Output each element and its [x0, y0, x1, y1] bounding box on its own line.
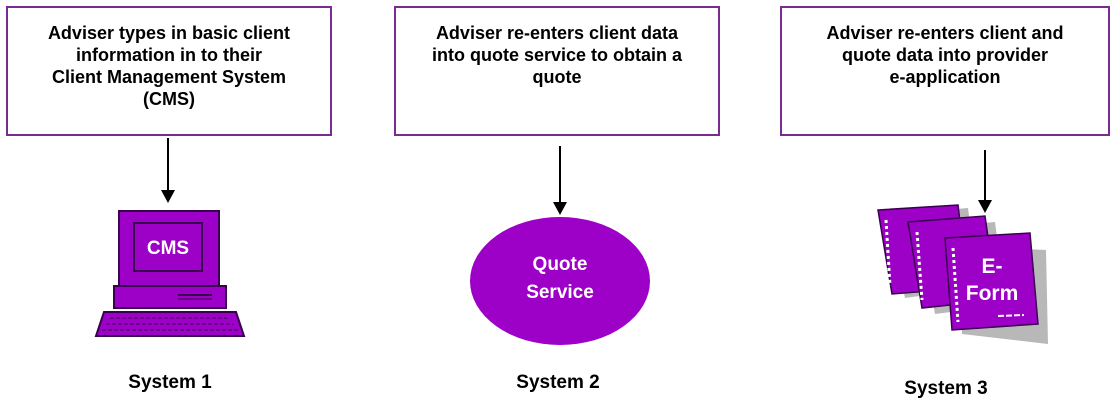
- step-1-text: Adviser types in basic client informatio…: [47, 23, 291, 109]
- step-1-box: Adviser types in basic client informatio…: [6, 6, 332, 136]
- eform-label-line1: E-: [982, 255, 1003, 278]
- eform-label-line2: Form: [966, 282, 1019, 305]
- arrow-1: [161, 138, 175, 203]
- step-3-box: Adviser re-enters client and quote data …: [780, 6, 1110, 136]
- arrow-2: [553, 146, 567, 215]
- step-3-text: Adviser re-enters client and quote data …: [826, 23, 1064, 87]
- cms-icon-label: CMS: [147, 238, 189, 259]
- step-2-text: Adviser re-enters client data into quote…: [431, 23, 683, 87]
- step-2-box: Adviser re-enters client data into quote…: [394, 6, 720, 136]
- arrow-3: [978, 150, 992, 213]
- quote-service-label-line1: Quote: [533, 254, 588, 275]
- stacked-forms-icon: E- Form: [877, 204, 1048, 344]
- quote-service-ellipse: Quote Service: [470, 217, 650, 345]
- computer-icon: CMS: [94, 210, 246, 337]
- system-2-label: System 2: [516, 372, 600, 393]
- quote-service-label-line2: Service: [526, 282, 594, 303]
- system-1-label: System 1: [128, 372, 212, 393]
- form-front: [944, 232, 1048, 344]
- system-3-label: System 3: [904, 378, 988, 399]
